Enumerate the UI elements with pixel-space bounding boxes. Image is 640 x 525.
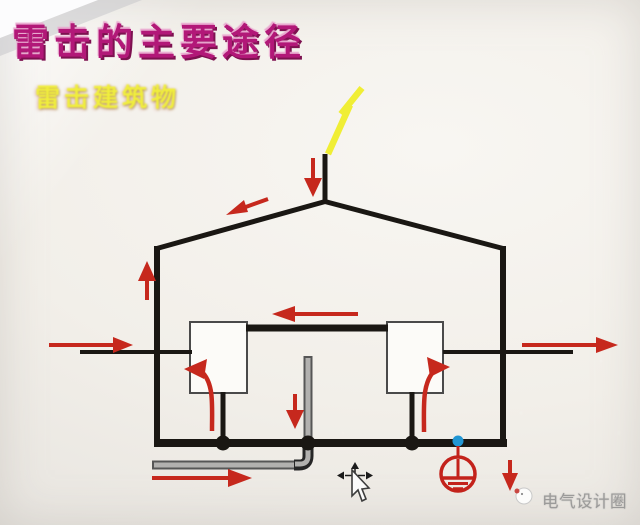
arrow-interbox-left <box>272 306 358 322</box>
arrow-strike-down <box>304 158 322 197</box>
junction-dot-right <box>404 435 420 451</box>
conductors <box>80 324 573 443</box>
roof-right <box>322 198 506 252</box>
lightning-bolt-icon <box>325 85 365 156</box>
water-pipe <box>152 356 314 471</box>
pipe-elbow <box>295 447 311 467</box>
slide-title: 雷击的主要途径 <box>12 22 306 63</box>
arrow-service-right-out <box>522 337 618 353</box>
arrow-service-left-in <box>49 337 133 353</box>
watermark-text: 电气设计圈 <box>542 493 627 511</box>
earth-node-blue-dot <box>452 435 464 447</box>
junction-nodes <box>215 435 464 451</box>
protective-earth-icon <box>439 446 477 493</box>
junction-dot-middle <box>300 435 316 451</box>
pointer-arrow <box>351 467 371 503</box>
arrow-wall-up <box>138 261 156 300</box>
watermark-logo-icon <box>514 487 533 505</box>
building-outline <box>154 154 507 447</box>
equipment-box-left <box>189 321 248 394</box>
arrow-roof-left <box>226 197 269 215</box>
arrow-pipe-right <box>152 469 252 487</box>
arrow-pipe-down <box>286 394 304 429</box>
equipment-box-right <box>386 321 444 394</box>
arrow-box-left-curved <box>184 359 215 432</box>
arrow-box-right-curved <box>421 357 450 433</box>
junction-dot-left <box>215 435 231 451</box>
arrow-earth-down <box>502 460 518 491</box>
roof-left <box>154 198 328 252</box>
move-cursor-icon <box>337 462 373 503</box>
slide-subtitle: 雷击建筑物 <box>35 84 181 112</box>
current-arrows <box>49 158 618 491</box>
